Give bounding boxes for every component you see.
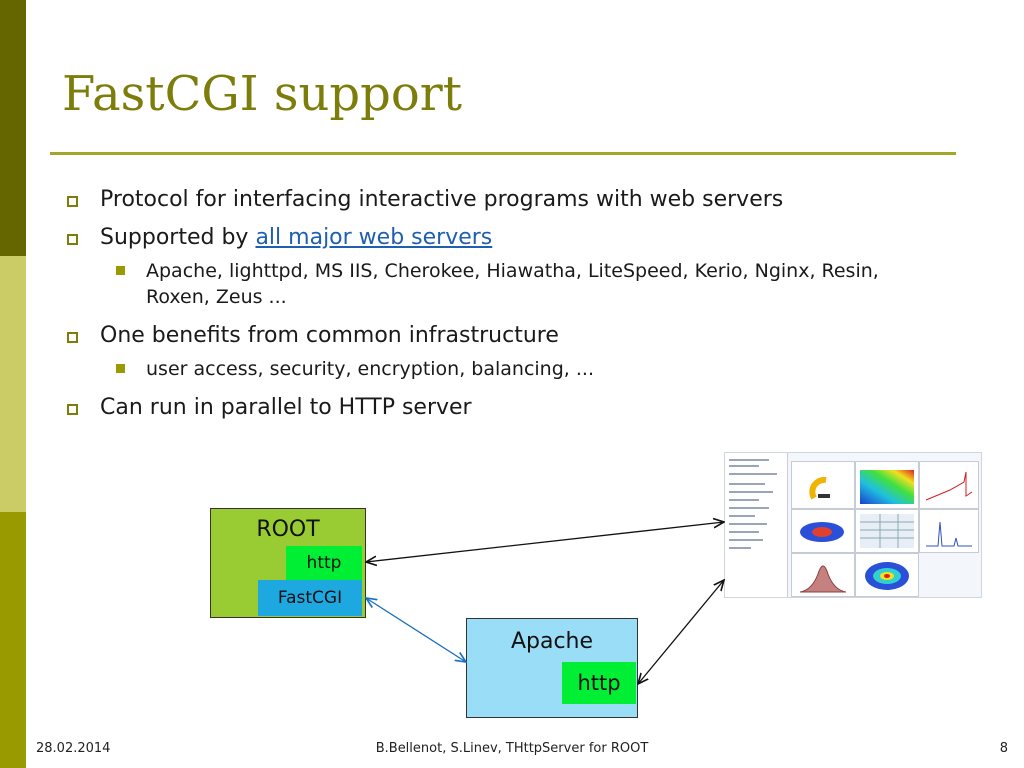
line-graph-pane bbox=[919, 461, 979, 509]
scatter-pane bbox=[791, 509, 855, 553]
web-servers-link[interactable]: all major web servers bbox=[255, 225, 493, 250]
left-bar-light bbox=[0, 256, 26, 512]
filled-square-bullet-icon bbox=[116, 364, 125, 373]
fastcgi-to-apache-arrow bbox=[366, 598, 466, 662]
bullet-text: Can run in parallel to HTTP server bbox=[100, 395, 472, 420]
left-bar-dark bbox=[0, 0, 26, 256]
apache-label: Apache bbox=[510, 629, 594, 654]
footer-date: 28.02.2014 bbox=[36, 741, 111, 756]
bullet-protocol: Protocol for interfacing interactive pro… bbox=[64, 186, 944, 214]
gauge-pane bbox=[791, 461, 855, 509]
sub-bullet-infrastructure: user access, security, encryption, balan… bbox=[64, 356, 944, 382]
apache-http-node: http bbox=[562, 662, 636, 704]
footer-author: B.Bellenot, S.Linev, THttpServer for ROO… bbox=[375, 741, 649, 756]
filled-square-bullet-icon bbox=[116, 266, 125, 275]
root-http-node: http bbox=[286, 546, 362, 580]
bullet-supported: Supported by all major web servers bbox=[64, 224, 944, 252]
footer-page-number: 8 bbox=[999, 741, 1008, 756]
root-label: ROOT bbox=[256, 517, 320, 542]
square-bullet-icon bbox=[67, 234, 78, 245]
slide-title: FastCGI support bbox=[62, 66, 463, 122]
root-to-browser-arrow bbox=[366, 522, 724, 562]
sub-bullet-servers: Apache, lighttpd, MS IIS, Cherokee, Hiaw… bbox=[64, 258, 944, 310]
bullet-text: One benefits from common infrastructure bbox=[100, 323, 559, 348]
histogram-pane bbox=[791, 553, 855, 597]
root-fastcgi-node: FastCGI bbox=[258, 580, 362, 616]
title-rule bbox=[50, 152, 956, 155]
sub-bullet-text: Apache, lighttpd, MS IIS, Cherokee, Hiaw… bbox=[146, 260, 879, 308]
heatmap-pane bbox=[855, 461, 919, 509]
left-bar-mid bbox=[0, 512, 26, 768]
browser-tree-panel bbox=[725, 453, 788, 597]
bullet-text: Supported by bbox=[100, 225, 256, 250]
square-bullet-icon bbox=[67, 404, 78, 415]
table-pane bbox=[855, 509, 919, 553]
sub-bullet-text: user access, security, encryption, balan… bbox=[146, 358, 594, 380]
browser-screenshot-icon bbox=[724, 452, 982, 598]
bullet-parallel: Can run in parallel to HTTP server bbox=[64, 394, 944, 422]
bullet-infrastructure: One benefits from common infrastructure bbox=[64, 322, 944, 350]
square-bullet-icon bbox=[67, 196, 78, 207]
density-pane bbox=[855, 553, 919, 597]
bullet-list: Protocol for interfacing interactive pro… bbox=[64, 186, 944, 432]
square-bullet-icon bbox=[67, 332, 78, 343]
apache-to-browser-arrow bbox=[638, 580, 724, 684]
bullet-text: Protocol for interfacing interactive pro… bbox=[100, 187, 784, 212]
spectrum-pane bbox=[919, 509, 979, 553]
